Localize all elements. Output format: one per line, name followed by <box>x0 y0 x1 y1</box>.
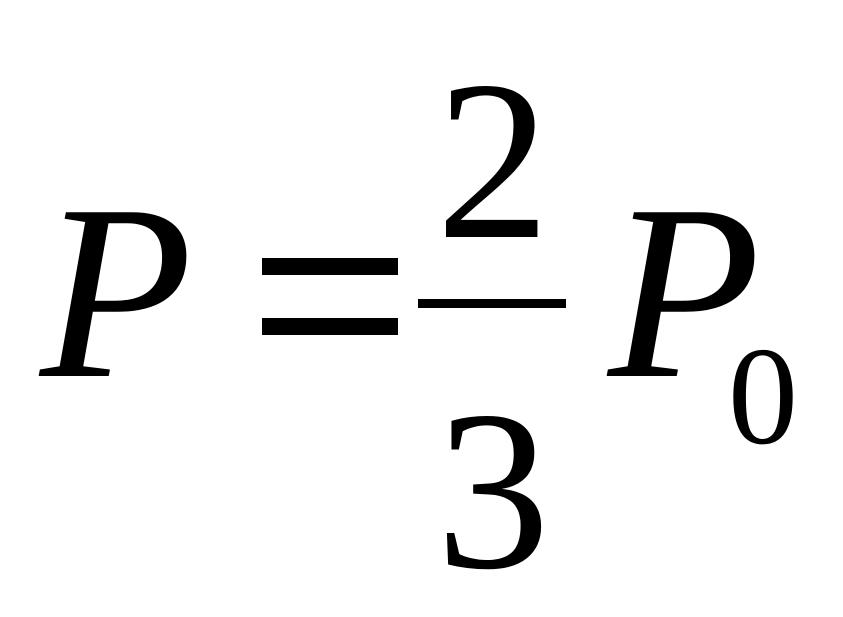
fraction-numerator: 2 <box>436 35 550 287</box>
equals-bar-bottom <box>262 318 398 335</box>
fraction-denominator: 3 <box>436 365 550 617</box>
fraction-bar <box>418 299 566 308</box>
rhs-variable: P <box>608 154 761 431</box>
equals-bar-top <box>262 258 398 275</box>
rhs-subscript: 0 <box>728 319 798 474</box>
math-formula: P 2 3 P 0 <box>40 35 798 605</box>
lhs-variable: P <box>40 154 193 431</box>
